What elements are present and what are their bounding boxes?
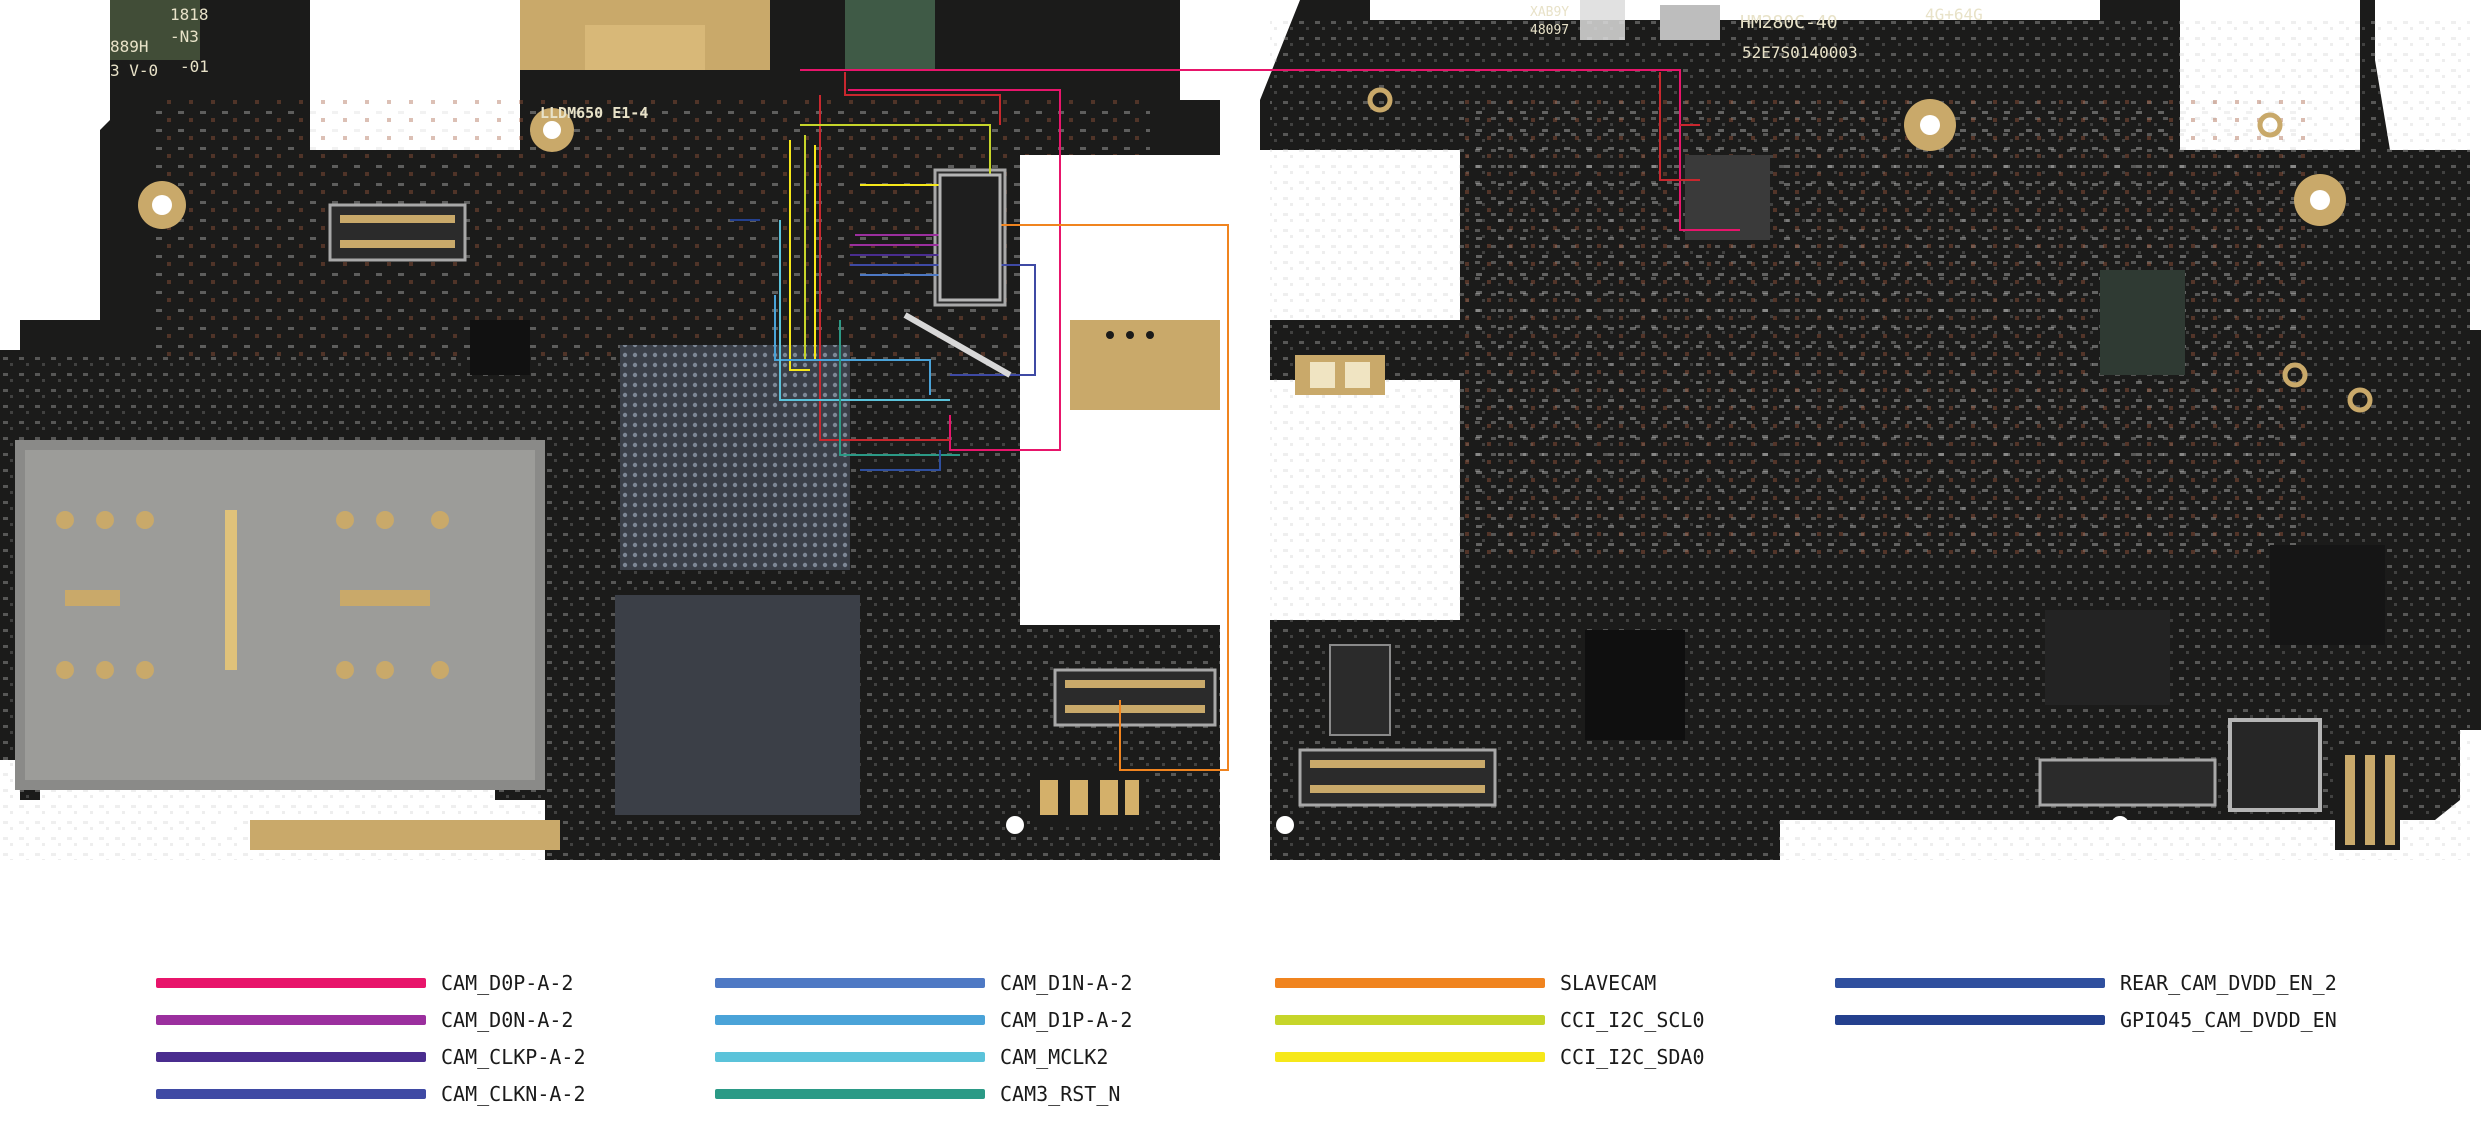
legend-label: REAR_CAM_DVDD_EN_2 — [2120, 971, 2337, 995]
legend-label: CAM_CLKP-A-2 — [441, 1045, 586, 1069]
board-model-right: HM280C-40 — [1740, 12, 1838, 33]
silk-left-a: 1818 — [170, 5, 209, 24]
silk-right-a: XAB9Y — [1530, 5, 1569, 20]
legend-swatch — [1275, 1052, 1545, 1062]
silk-left-e: -01 — [180, 57, 209, 76]
legend-label: CAM_D0P-A-2 — [441, 971, 574, 995]
legend-swatch — [1275, 978, 1545, 988]
legend-swatch — [715, 1015, 985, 1025]
legend-label: CAM_D0N-A-2 — [441, 1008, 574, 1032]
board-memory-right: 4G+64G — [1925, 5, 1983, 24]
legend-swatch — [156, 1015, 426, 1025]
pcb-image: LLDM650 E1-4 1818 -N3 889H 3 V-0 -01 — [0, 0, 2481, 860]
legend-swatch — [156, 1052, 426, 1062]
board-serial-right: 52E7S0140003 — [1742, 43, 1858, 62]
legend-swatch — [1275, 1015, 1545, 1025]
silk-left-b: -N3 — [170, 27, 199, 46]
legend-label: CCI_I2C_SCL0 — [1560, 1008, 1705, 1032]
legend-label: GPIO45_CAM_DVDD_EN — [2120, 1008, 2337, 1032]
legend-swatch — [715, 978, 985, 988]
legend-swatch — [156, 978, 426, 988]
legend-label: CAM_D1N-A-2 — [1000, 971, 1133, 995]
legend-swatch — [1835, 1015, 2105, 1025]
board-id-left: LLDM650 E1-4 — [540, 104, 648, 122]
legend-swatch — [715, 1089, 985, 1099]
sim-contacts — [56, 511, 449, 679]
silk-left-c: 889H — [110, 37, 149, 56]
legend-label: CCI_I2C_SDA0 — [1560, 1045, 1705, 1069]
legend-swatch — [1835, 978, 2105, 988]
legend-label: CAM3_RST_N — [1000, 1082, 1121, 1106]
legend-swatch — [715, 1052, 985, 1062]
legend-label: CAM_MCLK2 — [1000, 1045, 1109, 1069]
silk-right-b: 48097 — [1530, 23, 1569, 38]
silk-left-d: 3 V-0 — [110, 61, 158, 80]
legend-label: CAM_D1P-A-2 — [1000, 1008, 1133, 1032]
right-board: HM280C-40 4G+64G 52E7S0140003 XAB9Y 4809… — [1260, 0, 2481, 860]
legend-label: SLAVECAM — [1560, 971, 1657, 995]
legend-swatch — [156, 1089, 426, 1099]
legend-label: CAM_CLKN-A-2 — [441, 1082, 586, 1106]
left-board: LLDM650 E1-4 1818 -N3 889H 3 V-0 -01 — [0, 0, 1220, 860]
